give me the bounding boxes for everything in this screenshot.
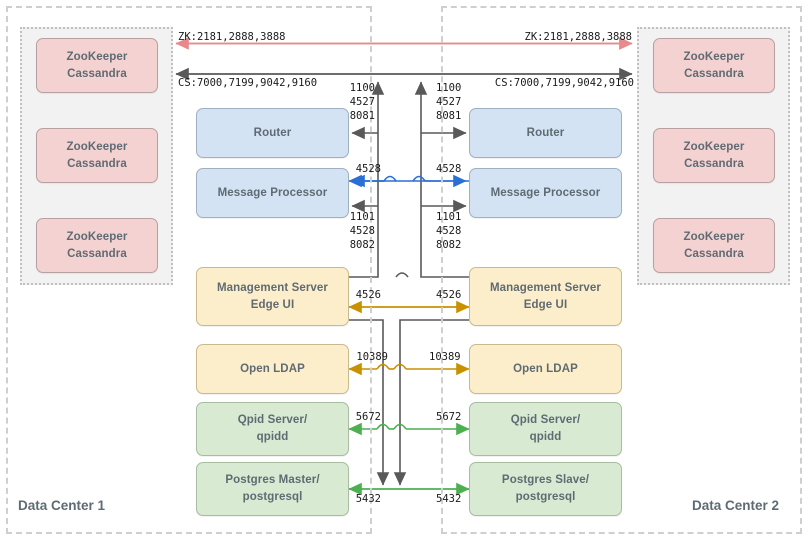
node-label-line2: Cassandra bbox=[684, 247, 744, 260]
node-label-line1: Router bbox=[253, 126, 292, 139]
node-zookeeper-cassandra-dc1-1[interactable]: ZooKeeper Cassandra bbox=[36, 38, 158, 93]
node-label-line2: Cassandra bbox=[684, 157, 744, 170]
node-label-line2: Cassandra bbox=[67, 67, 127, 80]
node-message-processor-dc1[interactable]: Message Processor bbox=[196, 168, 349, 218]
data-center-2-label: Data Center 2 bbox=[692, 498, 780, 513]
trunk-left bbox=[349, 81, 385, 278]
node-open-ldap-dc2[interactable]: Open LDAP bbox=[469, 344, 622, 394]
node-label-line2: Cassandra bbox=[684, 67, 744, 80]
port-label-router-left: 1100 4527 8081 bbox=[349, 82, 375, 122]
node-label-line1: Management Server bbox=[217, 281, 328, 294]
port-label-ldap-left: 10389 bbox=[356, 351, 388, 363]
node-label-line1: Router bbox=[526, 126, 565, 139]
node-label-line2: Cassandra bbox=[67, 247, 127, 260]
node-router-dc1[interactable]: Router bbox=[196, 108, 349, 158]
node-label-line1: Qpid Server/ bbox=[237, 414, 308, 427]
data-center-1-frame bbox=[6, 6, 372, 534]
node-label-line1: Postgres Slave/ bbox=[501, 474, 590, 487]
node-label-line2: Edge UI bbox=[523, 298, 568, 311]
node-label-line1: ZooKeeper bbox=[66, 140, 128, 153]
node-label-line1: ZooKeeper bbox=[66, 50, 128, 63]
port-label-postgres-left: 5432 bbox=[355, 493, 381, 505]
port-label-cs-right: CS:7000,7199,9042,9160 bbox=[494, 77, 634, 89]
port-label-postgres-right: 5432 bbox=[436, 493, 462, 505]
link-open-ldap bbox=[348, 362, 470, 376]
node-message-processor-dc2[interactable]: Message Processor bbox=[469, 168, 622, 218]
node-label-line2: postgresql bbox=[242, 491, 303, 503]
node-zookeeper-cassandra-dc1-3[interactable]: ZooKeeper Cassandra bbox=[36, 218, 158, 273]
port-label-ldap-right: 10389 bbox=[429, 351, 461, 363]
node-open-ldap-dc1[interactable]: Open LDAP bbox=[196, 344, 349, 394]
port-label-qpid-left: 5672 bbox=[355, 411, 381, 423]
link-qpid bbox=[348, 422, 470, 436]
node-management-server-dc2[interactable]: Management Server Edge UI bbox=[469, 267, 622, 326]
node-label-line1: Qpid Server/ bbox=[510, 414, 581, 427]
node-label-line1: ZooKeeper bbox=[683, 50, 745, 63]
node-label-line2: qpidd bbox=[529, 431, 562, 443]
port-label-mp-out-right: 1101 4528 8082 bbox=[436, 211, 462, 251]
node-label-line1: Open LDAP bbox=[240, 362, 305, 375]
node-label-line1: ZooKeeper bbox=[66, 230, 128, 243]
node-qpid-dc1[interactable]: Qpid Server/ qpidd bbox=[196, 402, 349, 456]
port-label-mp-in-right: 4528 bbox=[436, 163, 462, 175]
port-label-zk-right: ZK:2181,2888,3888 bbox=[524, 31, 632, 43]
port-label-mgmt-right: 4526 bbox=[436, 289, 462, 301]
node-label-line2: Edge UI bbox=[250, 298, 295, 311]
node-label-line1: Management Server bbox=[490, 281, 601, 294]
node-label-line2: Cassandra bbox=[67, 157, 127, 170]
link-message-processor bbox=[348, 174, 469, 188]
node-postgres-dc2[interactable]: Postgres Slave/ postgresql bbox=[469, 462, 622, 516]
node-label-line1: Postgres Master/ bbox=[225, 474, 320, 487]
node-label-line1: ZooKeeper bbox=[683, 230, 745, 243]
port-label-zk-left: ZK:2181,2888,3888 bbox=[178, 31, 286, 43]
node-label-line1: Message Processor bbox=[490, 186, 601, 199]
node-label-line2: postgresql bbox=[515, 491, 576, 503]
node-label-line1: Open LDAP bbox=[513, 362, 578, 375]
port-label-mgmt-left: 4526 bbox=[355, 289, 381, 301]
port-label-mp-out-left: 1101 4528 8082 bbox=[349, 211, 375, 251]
node-label-line1: ZooKeeper bbox=[683, 140, 745, 153]
node-postgres-dc1[interactable]: Postgres Master/ postgresql bbox=[196, 462, 349, 516]
trunk-bottom bbox=[349, 319, 469, 486]
node-zookeeper-cassandra-dc2-3[interactable]: ZooKeeper Cassandra bbox=[653, 218, 775, 273]
data-center-2-frame bbox=[441, 6, 802, 534]
node-zookeeper-cassandra-dc2-2[interactable]: ZooKeeper Cassandra bbox=[653, 128, 775, 183]
port-label-cs-left: CS:7000,7199,9042,9160 bbox=[178, 77, 318, 89]
node-zookeeper-cassandra-dc2-1[interactable]: ZooKeeper Cassandra bbox=[653, 38, 775, 93]
node-router-dc2[interactable]: Router bbox=[469, 108, 622, 158]
port-label-router-right: 1100 4527 8081 bbox=[436, 82, 462, 122]
node-management-server-dc1[interactable]: Management Server Edge UI bbox=[196, 267, 349, 326]
data-center-1-label: Data Center 1 bbox=[18, 498, 106, 513]
node-qpid-dc2[interactable]: Qpid Server/ qpidd bbox=[469, 402, 622, 456]
port-label-mp-in-left: 4528 bbox=[355, 163, 381, 175]
node-label-line2: qpidd bbox=[256, 431, 289, 443]
node-zookeeper-cassandra-dc1-2[interactable]: ZooKeeper Cassandra bbox=[36, 128, 158, 183]
node-label-line1: Message Processor bbox=[217, 186, 328, 199]
port-label-qpid-right: 5672 bbox=[436, 411, 462, 423]
